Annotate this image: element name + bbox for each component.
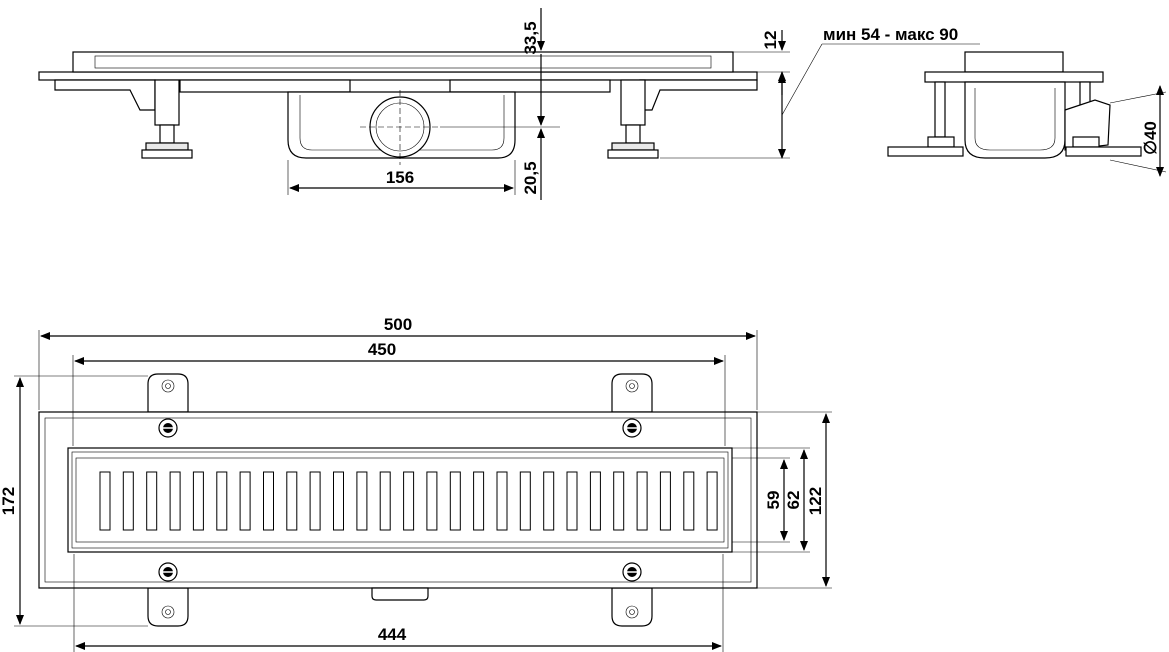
bracket-top-right bbox=[611, 373, 653, 413]
side-view: ∅40 bbox=[887, 51, 1167, 177]
install-height-label: мин 54 - макс 90 bbox=[823, 25, 958, 44]
grate-slot bbox=[659, 471, 671, 531]
frame-left bbox=[54, 79, 156, 111]
dim-62-label: 62 bbox=[784, 491, 803, 510]
dim-444-label: 444 bbox=[378, 625, 407, 644]
frame-right bbox=[639, 79, 758, 111]
rail-right bbox=[449, 79, 611, 93]
grate-slot bbox=[683, 471, 695, 531]
grate-slot bbox=[589, 471, 601, 531]
grate-inner bbox=[94, 55, 712, 69]
grate-slot bbox=[309, 471, 321, 531]
grate-slot bbox=[379, 471, 391, 531]
grate-slot bbox=[286, 471, 298, 531]
dim-33-5-label: 33,5 bbox=[521, 21, 540, 54]
screw-tl bbox=[158, 418, 178, 438]
grate-slot bbox=[496, 471, 508, 531]
grate-slot bbox=[263, 471, 274, 531]
screw-tr bbox=[622, 418, 642, 438]
grate-slot bbox=[333, 471, 344, 531]
diameter-symbol: ∅ bbox=[1141, 140, 1160, 155]
dim-40-label: ∅40 bbox=[1141, 121, 1160, 155]
grate-slot bbox=[356, 471, 368, 531]
outlet-stub bbox=[371, 587, 429, 601]
dim-59-label: 59 bbox=[764, 491, 783, 510]
grate-slot bbox=[426, 471, 438, 531]
grate bbox=[67, 447, 733, 553]
grate-slot bbox=[706, 471, 718, 531]
grate-slot bbox=[403, 471, 415, 531]
grate-slot bbox=[473, 471, 485, 531]
dim-156-label: 156 bbox=[386, 168, 414, 187]
dim-450-label: 450 bbox=[368, 340, 396, 359]
grate-slot bbox=[566, 471, 578, 531]
grate-slot bbox=[449, 471, 461, 531]
dim-20-5-label: 20,5 bbox=[521, 161, 540, 194]
front-view: 156 33,5 20,5 12 мин 54 - макс 90 bbox=[38, 8, 980, 200]
leg-right bbox=[607, 79, 659, 159]
rail-left bbox=[179, 79, 351, 93]
grate-slots bbox=[99, 471, 718, 531]
bracket-top-left bbox=[147, 373, 189, 413]
grate-slot bbox=[146, 471, 158, 531]
side-flange bbox=[924, 71, 1104, 83]
dim-122-label: 122 bbox=[806, 487, 825, 515]
grate-slot bbox=[169, 471, 181, 531]
side-body bbox=[964, 81, 1066, 159]
dim-40-value: 40 bbox=[1141, 121, 1160, 140]
bracket-bottom-left bbox=[147, 587, 189, 627]
bracket-bottom-right bbox=[611, 587, 653, 627]
screw-br bbox=[622, 562, 642, 582]
dim-500-label: 500 bbox=[384, 315, 412, 334]
dim-12-label: 12 bbox=[761, 31, 780, 50]
grate-slot bbox=[122, 471, 134, 531]
grate-top bbox=[72, 51, 734, 73]
grate-slot bbox=[636, 471, 648, 531]
grate-slot bbox=[239, 471, 251, 531]
flange bbox=[38, 71, 758, 81]
screw-bl bbox=[158, 562, 178, 582]
grate-slot bbox=[192, 471, 204, 531]
grate-slot bbox=[543, 471, 555, 531]
leg-left bbox=[141, 79, 193, 159]
top-view: 500 450 444 172 122 62 59 bbox=[0, 315, 832, 652]
grate-slot bbox=[519, 471, 531, 531]
grate-slot bbox=[99, 471, 111, 531]
grate-slot bbox=[216, 471, 228, 531]
side-grate bbox=[964, 51, 1064, 73]
grate-slot bbox=[613, 471, 625, 531]
dim-172-label: 172 bbox=[0, 487, 18, 515]
